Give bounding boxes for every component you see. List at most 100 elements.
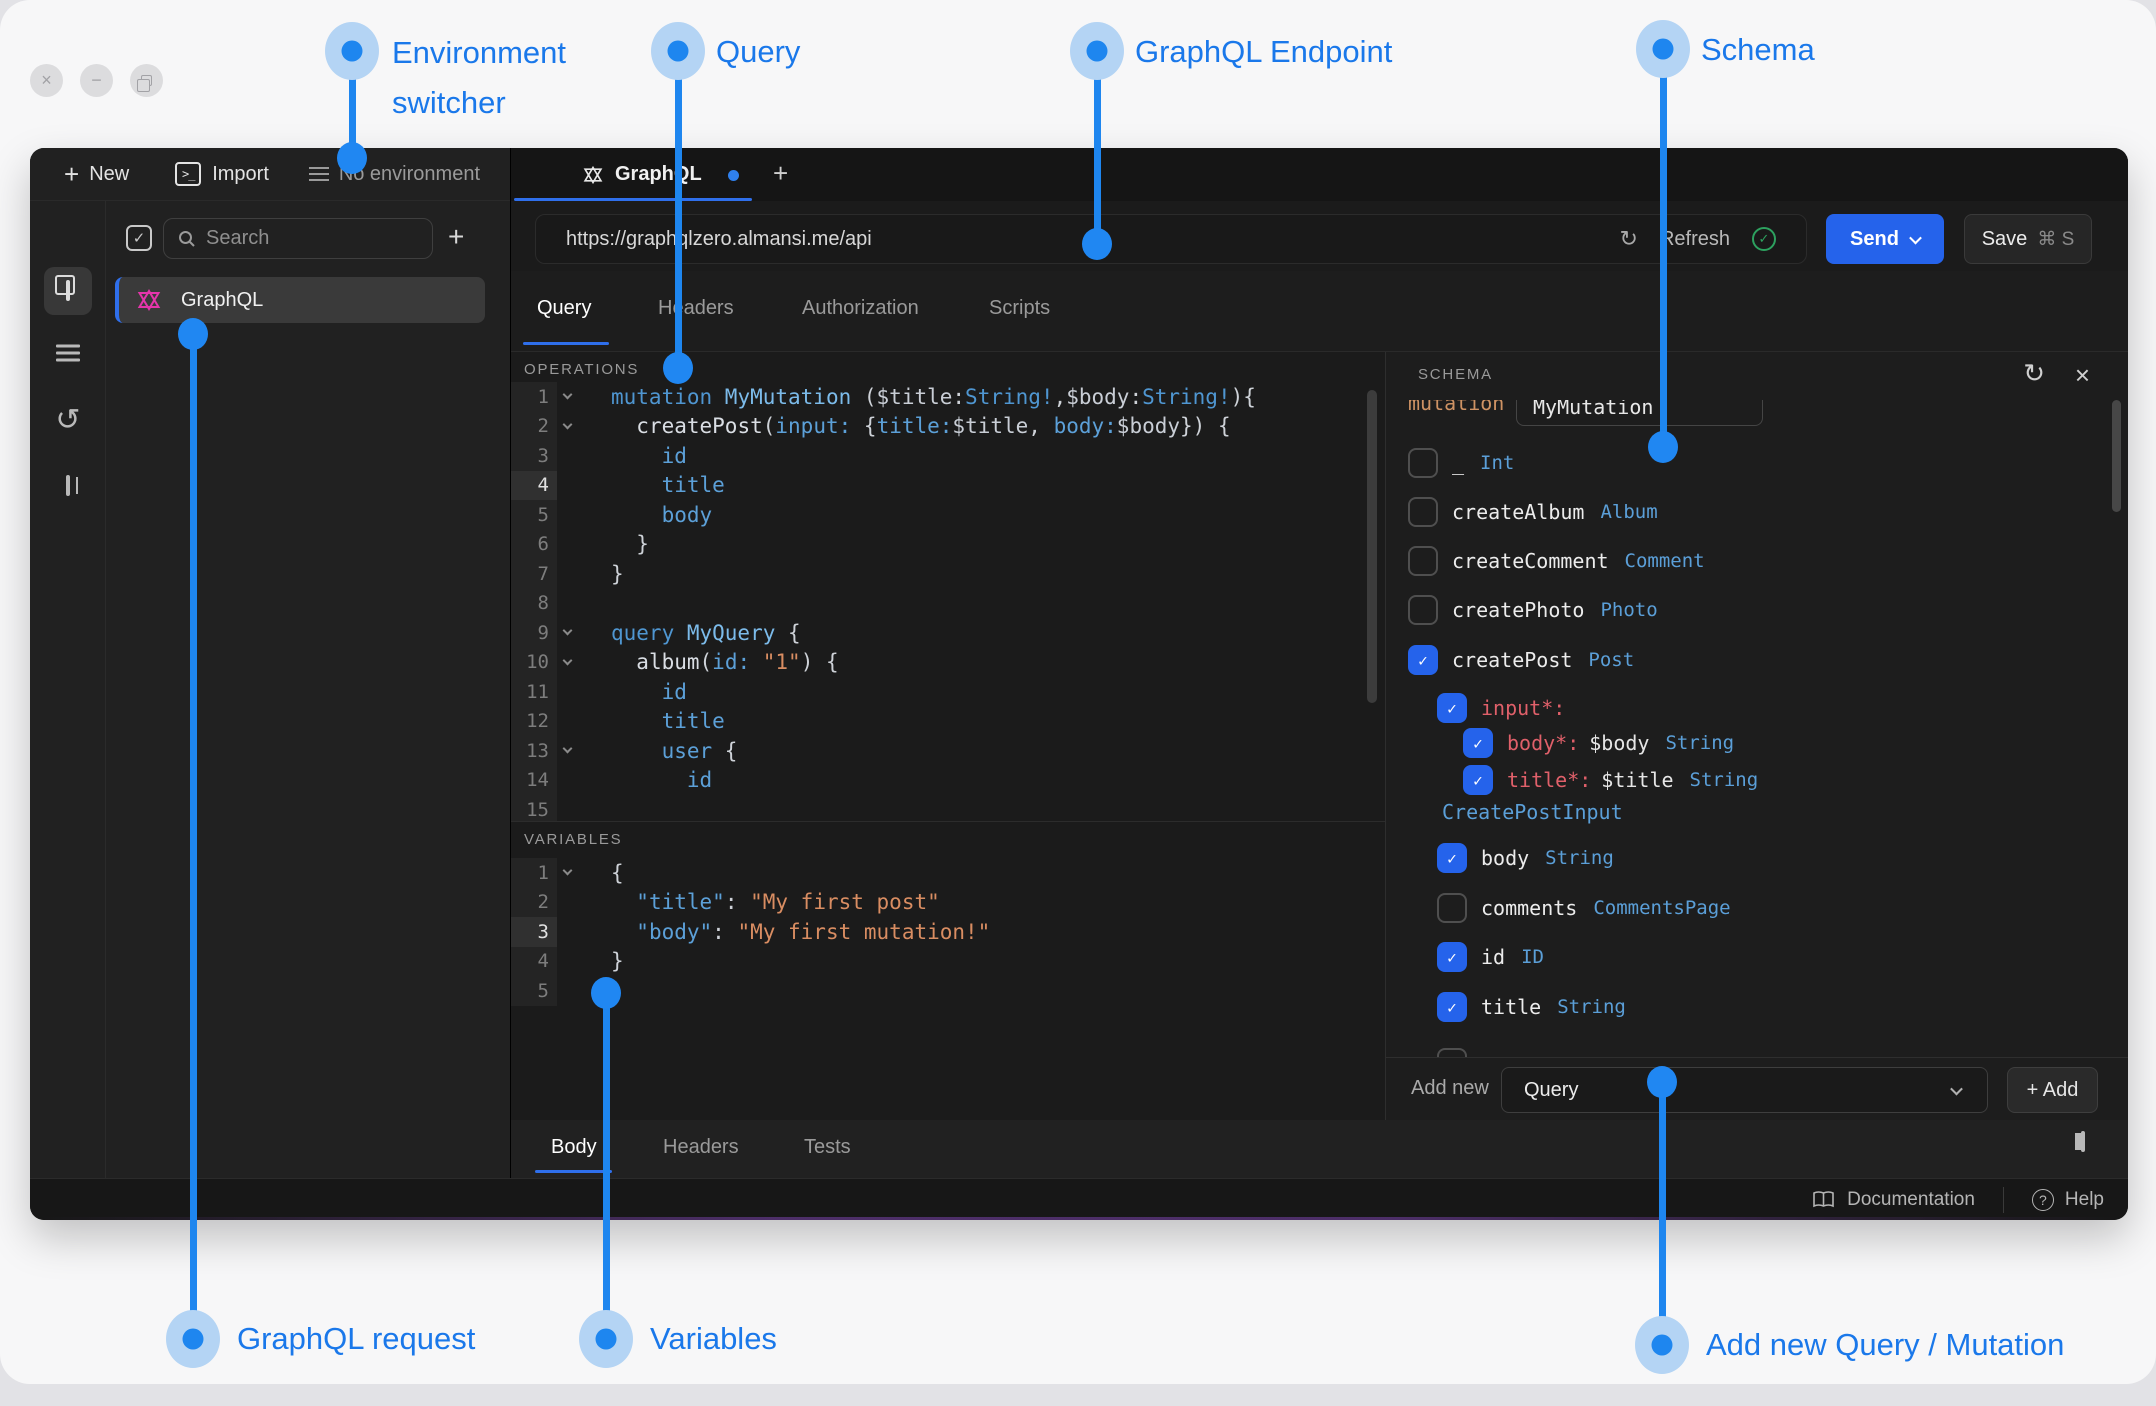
code-line[interactable]: 4}: [511, 946, 1385, 976]
tab-tests[interactable]: Tests: [804, 1136, 851, 1158]
batch-select-icon[interactable]: ✓: [126, 225, 152, 251]
checkbox-checked-icon[interactable]: ✓: [1463, 728, 1493, 758]
restore-icon: [137, 75, 152, 92]
schema-close-icon[interactable]: ×: [2074, 360, 2090, 390]
tab-authorization[interactable]: Authorization: [802, 297, 919, 319]
add-button[interactable]: + Add: [2007, 1067, 2098, 1113]
add-request-button[interactable]: +: [448, 221, 465, 252]
panel-toggle-icon[interactable]: [2081, 1131, 2085, 1152]
code-line[interactable]: 7}: [511, 559, 1385, 589]
window-minimize-button[interactable]: −: [80, 64, 113, 97]
import-button[interactable]: >_ Import: [175, 162, 269, 186]
schema-refresh-icon[interactable]: ↻: [2023, 358, 2045, 388]
code-line[interactable]: 5: [511, 976, 1385, 1006]
tab-headers[interactable]: Headers: [658, 297, 734, 319]
schema-row[interactable]: _Int: [1408, 448, 1514, 478]
schema-scrollbar[interactable]: [2112, 400, 2121, 512]
add-new-select[interactable]: Query: [1501, 1067, 1988, 1113]
tab-query[interactable]: Query: [537, 297, 592, 319]
schema-field-type: Post: [1588, 649, 1635, 671]
layout-icon[interactable]: [66, 475, 70, 496]
search-box[interactable]: [163, 218, 433, 259]
code-line[interactable]: 14 id: [511, 765, 1385, 795]
code-line[interactable]: 11 id: [511, 677, 1385, 707]
tab-body[interactable]: Body: [551, 1136, 597, 1158]
window-zoom-button[interactable]: [130, 64, 163, 97]
fold-chevron-icon[interactable]: [562, 655, 572, 666]
tab-scripts[interactable]: Scripts: [989, 297, 1051, 319]
checkbox-checked-icon[interactable]: ✓: [1463, 765, 1493, 795]
code-line[interactable]: 13 user {: [511, 736, 1385, 766]
refresh-schema-icon[interactable]: ↻: [1619, 226, 1638, 251]
code-line[interactable]: 10 album(id: "1") {: [511, 647, 1385, 677]
code-line[interactable]: 4 title: [511, 470, 1385, 500]
environment-switcher[interactable]: No environment: [308, 163, 480, 186]
window-close-button[interactable]: ×: [30, 64, 63, 97]
tab-graphql[interactable]: GraphQL: [583, 148, 702, 201]
refresh-label[interactable]: Refresh: [1659, 227, 1730, 250]
code-line[interactable]: 5 body: [511, 500, 1385, 530]
new-tab-button[interactable]: +: [773, 158, 789, 188]
code-line[interactable]: 2 createPost(input: {title:$title, body:…: [511, 411, 1385, 441]
code-line[interactable]: 3 id: [511, 441, 1385, 471]
send-button[interactable]: Send: [1826, 214, 1944, 264]
code-line[interactable]: 6 }: [511, 529, 1385, 559]
sidebar-item-graphql-request[interactable]: GraphQL: [115, 277, 485, 323]
fold-chevron-icon[interactable]: [562, 865, 572, 876]
checkbox-checked-icon[interactable]: ✓: [1437, 992, 1467, 1022]
history-icon[interactable]: ↺: [55, 403, 81, 437]
help-link[interactable]: ? Help: [2031, 1188, 2104, 1211]
operations-label: OPERATIONS: [524, 361, 640, 378]
collections-icon[interactable]: [66, 280, 70, 301]
checkbox-checked-icon[interactable]: ✓: [1437, 942, 1467, 972]
new-request-button[interactable]: + New: [64, 159, 129, 190]
fold-chevron-icon[interactable]: [562, 389, 572, 400]
terminal-import-icon: >_: [175, 162, 202, 186]
code-line[interactable]: 1{: [511, 858, 1385, 888]
search-input[interactable]: [206, 227, 406, 250]
save-button[interactable]: Save ⌘ S: [1964, 214, 2092, 264]
code-line[interactable]: 12 title: [511, 706, 1385, 736]
variables-code[interactable]: 1{2 "title": "My first post"3 "body": "M…: [511, 858, 1385, 1120]
checkbox-unchecked-icon[interactable]: [1408, 448, 1438, 478]
schema-row[interactable]: CreatePostInput: [1442, 797, 1623, 827]
fold-chevron-icon[interactable]: [562, 743, 572, 754]
schema-row[interactable]: ✓input*:: [1437, 693, 1565, 723]
tab-bottom-headers[interactable]: Headers: [663, 1136, 739, 1158]
checkbox-unchecked-icon[interactable]: [1408, 546, 1438, 576]
fold-chevron-icon[interactable]: [562, 625, 572, 636]
code-line[interactable]: 8: [511, 588, 1385, 618]
code-line[interactable]: 3 "body": "My first mutation!": [511, 917, 1385, 947]
fold-chevron-icon[interactable]: [562, 419, 572, 430]
checkbox-unchecked-icon[interactable]: [1408, 595, 1438, 625]
variables-editor[interactable]: VARIABLES 1{2 "title": "My first post"3 …: [511, 822, 1385, 1120]
url-bar[interactable]: ↻ Refresh ✓: [535, 214, 1807, 264]
url-input[interactable]: [566, 227, 1326, 251]
checkbox-checked-icon[interactable]: ✓: [1437, 843, 1467, 873]
code-line[interactable]: 2 "title": "My first post": [511, 887, 1385, 917]
checkbox-unchecked-icon[interactable]: [1408, 497, 1438, 527]
operations-scrollbar[interactable]: [1367, 390, 1377, 703]
code-line[interactable]: 15: [511, 795, 1385, 821]
checkbox-checked-icon[interactable]: ✓: [1408, 645, 1438, 675]
documentation-link[interactable]: Documentation: [1812, 1189, 1975, 1211]
checkbox-checked-icon[interactable]: ✓: [1437, 693, 1467, 723]
mutation-name-input[interactable]: MyMutation: [1516, 400, 1763, 426]
list-icon[interactable]: [56, 341, 80, 366]
checkbox-unchecked-icon[interactable]: [1437, 893, 1467, 923]
callout-marker-request: [166, 1310, 220, 1368]
